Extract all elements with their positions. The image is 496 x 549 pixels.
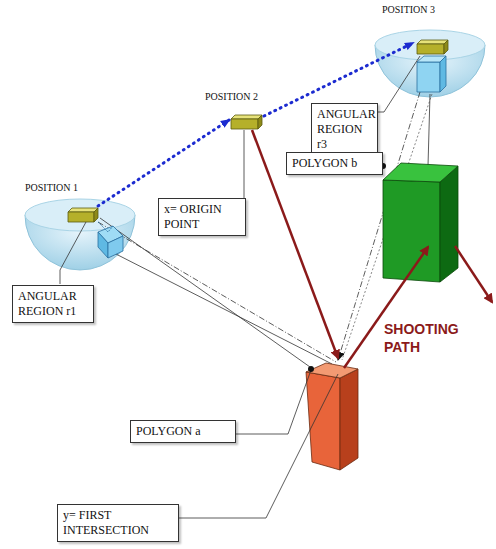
callout-box: POLYGON b [286,152,383,175]
callout-text: y= FIRST INTERSECTION [63,508,173,538]
position-label: POSITION 2 [205,91,258,102]
callout-text: ANGULAR REGION r3 [317,107,372,152]
callout-text: ANGULAR REGION r1 [18,289,88,319]
path-label: SHOOTING PATH [384,320,484,356]
callout-box: y= FIRST INTERSECTION [57,504,179,542]
callout-text: POLYGON a [136,424,230,439]
position-label: POSITION 3 [382,4,435,15]
callout-box: POLYGON a [130,420,236,443]
callout-text: x= ORIGIN POINT [164,202,240,232]
callout-box: ANGULAR REGION r3 [311,103,378,156]
callout-box: x= ORIGIN POINT [158,198,246,236]
callout-box: ANGULAR REGION r1 [12,285,94,323]
callout-text: POLYGON b [292,156,377,171]
position-label: POSITION 1 [25,182,78,193]
